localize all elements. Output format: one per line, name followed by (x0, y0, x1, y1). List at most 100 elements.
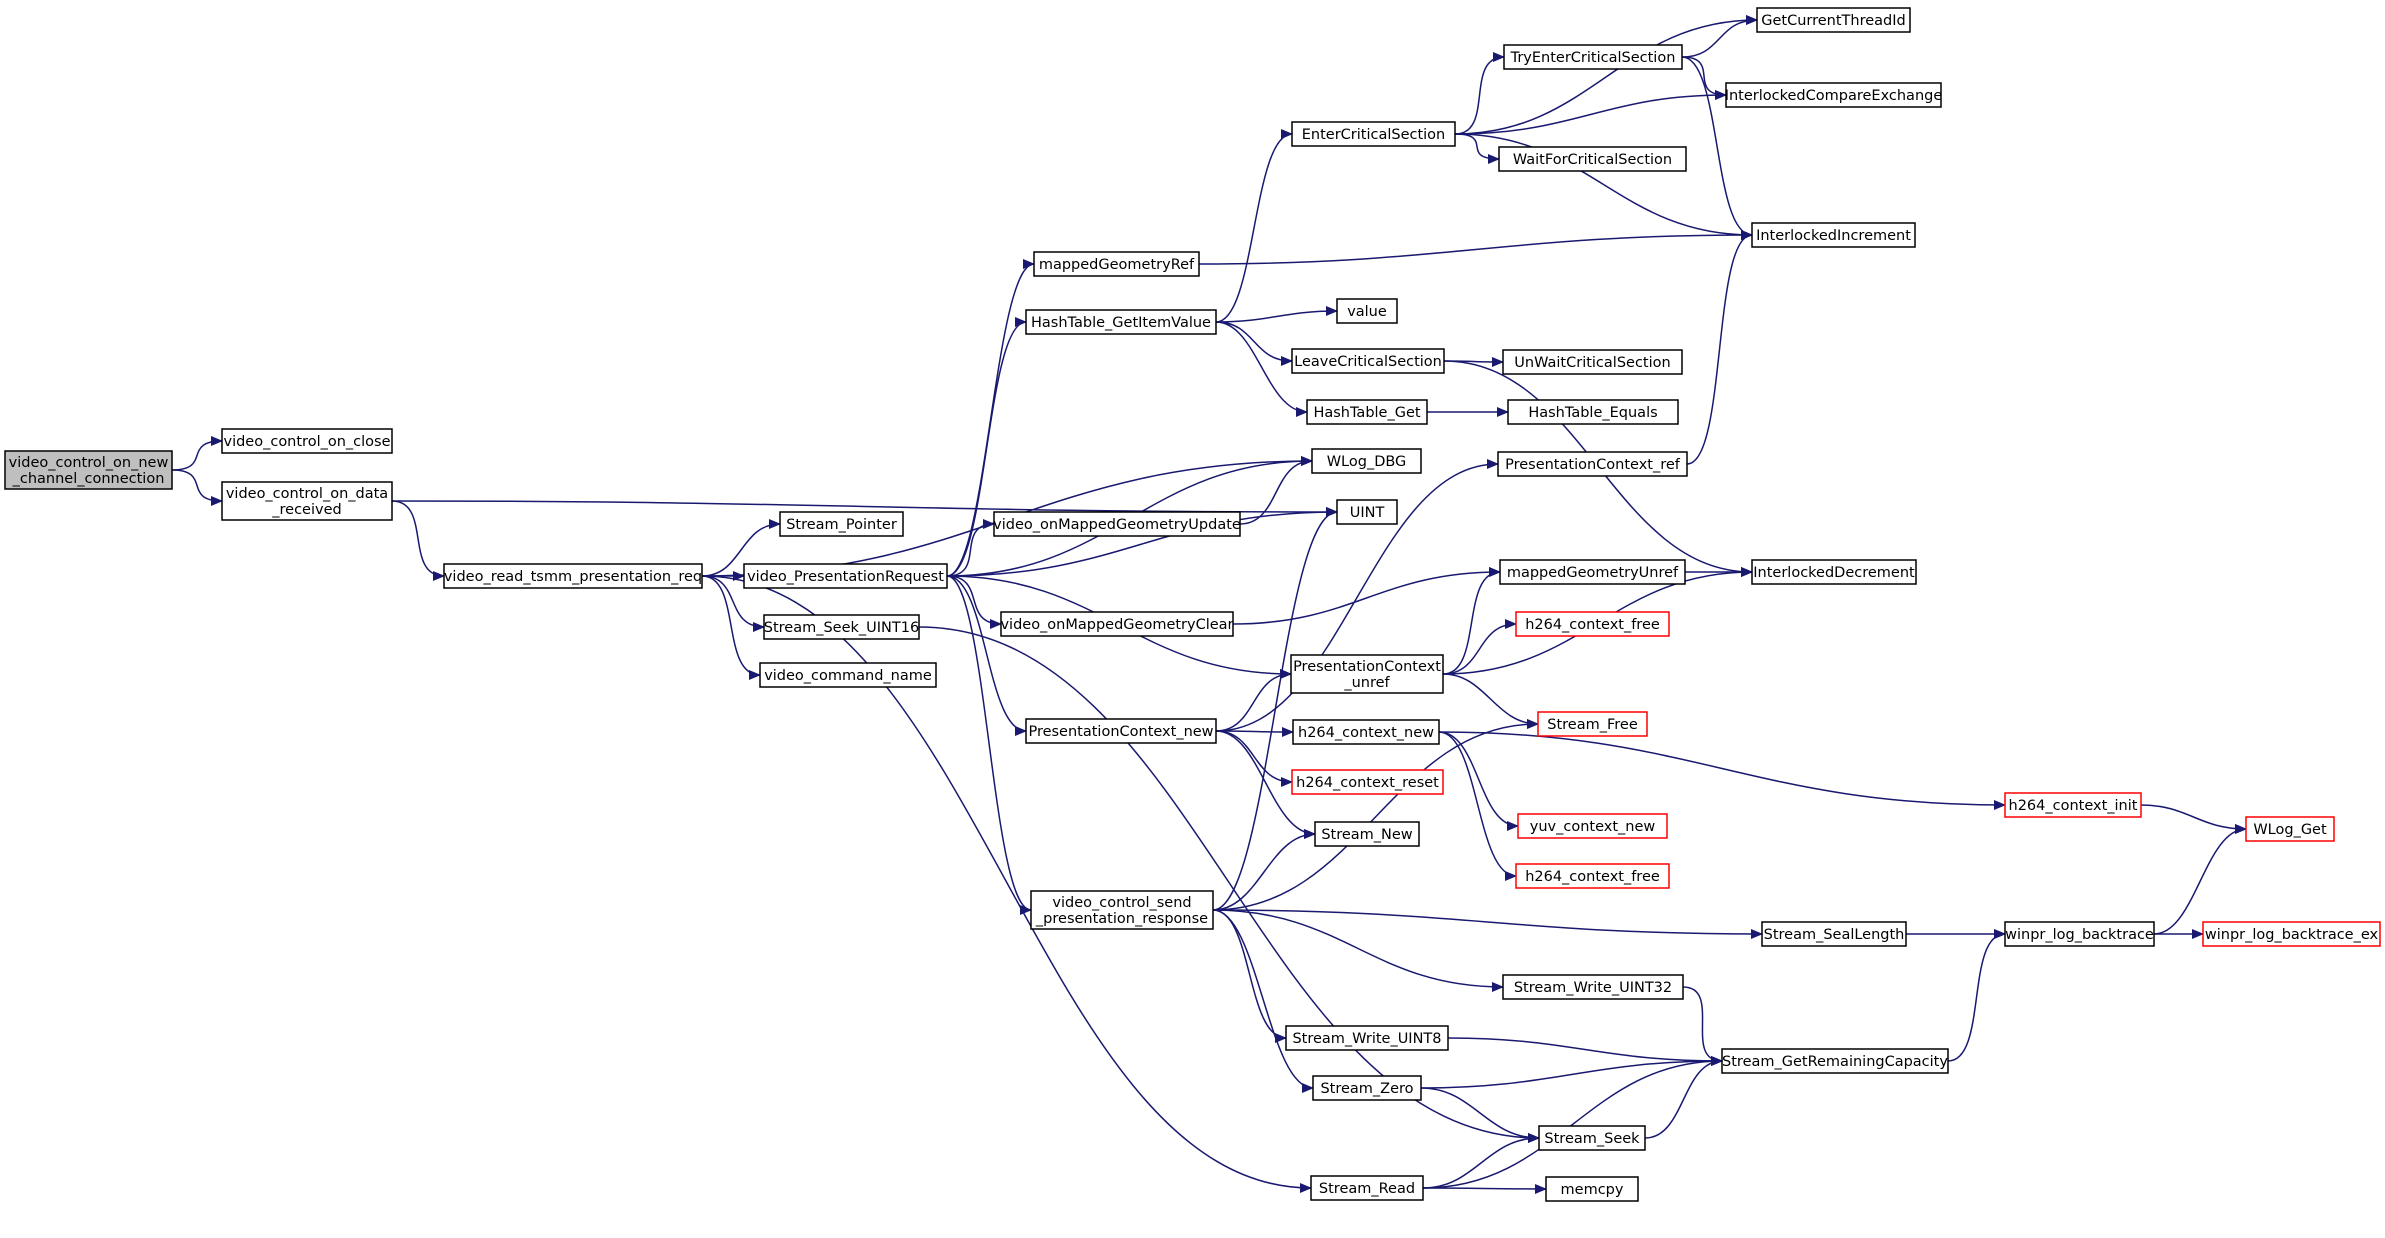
edge-line (171, 436, 223, 471)
edge-root-to-on_close (171, 436, 223, 471)
node-label: TryEnterCriticalSection (1510, 50, 1676, 66)
node-on-mg-update[interactable]: video_onMappedGeometryUpdate (993, 511, 1241, 537)
edge-on_mg_clear-to-mapped_unref (1232, 567, 1501, 625)
edge-send_resp-to-stream_zero (1212, 909, 1314, 1093)
node-label: HashTable_Equals (1528, 405, 1657, 421)
node-box (1310, 1175, 1424, 1201)
edge-line (1442, 567, 1501, 675)
node-stream-seal[interactable]: Stream_SealLength (1761, 921, 1907, 947)
node-wait-cs[interactable]: WaitForCriticalSection (1498, 146, 1687, 172)
edge-h264_new-to-h264_free2 (1438, 731, 1517, 881)
edge-enter_cs-to-wait_cs (1454, 133, 1500, 164)
node-box (1291, 121, 1456, 147)
node-label: WLog_DBG (1327, 454, 1407, 470)
node-leave-cs[interactable]: LeaveCriticalSection (1291, 348, 1445, 374)
node-box (1499, 559, 1686, 585)
node-h264-init[interactable]: h264_context_init (2004, 792, 2142, 818)
node-seek-u16[interactable]: Stream_Seek_UINT16 (763, 614, 920, 640)
node-interlocked-dec[interactable]: InterlockedDecrement (1751, 559, 1917, 585)
node-enter-cs[interactable]: EnterCriticalSection (1291, 121, 1456, 147)
node-label: HashTable_Get (1313, 405, 1420, 421)
edge-pres_req-to-uint (946, 507, 1338, 577)
node-mapped-unref[interactable]: mappedGeometryUnref (1499, 559, 1686, 585)
edge-line (1212, 909, 1287, 1043)
node-box (2004, 921, 2155, 947)
node-label: h264_context_free (1525, 869, 1660, 885)
node-pc-unref[interactable]: PresentationContext_unref (1290, 654, 1444, 694)
edge-pc_new-to-h264_new (1215, 726, 1294, 737)
node-label: InterlockedCompareExchange (1725, 88, 1943, 104)
node-on-mg-clear[interactable]: video_onMappedGeometryClear (1000, 611, 1234, 637)
node-unwait-cs[interactable]: UnWaitCriticalSection (1502, 349, 1683, 375)
edge-on_data-to-uint (391, 500, 1338, 517)
node-label: Stream_Write_UINT8 (1292, 1031, 1441, 1047)
node-stream-read[interactable]: Stream_Read (1310, 1175, 1424, 1201)
edge-line (1215, 726, 1294, 737)
edge-enter_cs-to-get_thread_id (1454, 15, 1758, 135)
node-label: Stream_SealLength (1764, 927, 1905, 943)
edge-pc_ref-to-interlocked_inc (1686, 230, 1753, 465)
node-stream-new[interactable]: Stream_New (1314, 821, 1420, 847)
edge-line (1947, 929, 2006, 1062)
node-interlocked-inc[interactable]: InterlockedIncrement (1751, 222, 1916, 248)
node-try-enter-cs[interactable]: TryEnterCriticalSection (1503, 44, 1683, 70)
edge-ht_getitem-to-value (1215, 306, 1338, 323)
node-h264-free2[interactable]: h264_context_free (1515, 863, 1670, 889)
edge-line (946, 519, 995, 577)
edge-line (1420, 1056, 1723, 1089)
node-ht-getitem[interactable]: HashTable_GetItemValue (1025, 309, 1217, 335)
node-h264-free1[interactable]: h264_context_free (1515, 611, 1670, 637)
node-label: h264_context_reset (1296, 775, 1439, 791)
node-label: Stream_Seek (1544, 1131, 1640, 1147)
node-get-thread-id[interactable]: GetCurrentThreadId (1756, 7, 1911, 33)
node-wlog-dbg[interactable]: WLog_DBG (1311, 448, 1422, 474)
nodes-layer: video_control_on_new_channel_connectionv… (4, 7, 2381, 1202)
edge-send_resp-to-stream_write_u32 (1212, 909, 1504, 992)
node-mapped-ref[interactable]: mappedGeometryRef (1033, 251, 1200, 277)
node-stream-write-u8[interactable]: Stream_Write_UINT8 (1285, 1025, 1449, 1051)
node-ht-get[interactable]: HashTable_Get (1306, 399, 1428, 425)
node-memcpy[interactable]: memcpy (1545, 1176, 1639, 1202)
edge-stream_zero-to-stream_remaining (1420, 1056, 1723, 1089)
node-stream-seek[interactable]: Stream_Seek (1538, 1125, 1646, 1151)
node-box (1291, 348, 1445, 374)
node-root[interactable]: video_control_on_new_channel_connection (4, 450, 173, 490)
node-label: WaitForCriticalSection (1513, 152, 1672, 168)
edge-pc_new-to-stream_new (1215, 730, 1316, 839)
node-stream-zero[interactable]: Stream_Zero (1312, 1075, 1422, 1101)
node-label: video_read_tsmm_presentation_req (444, 569, 702, 585)
node-uint[interactable]: UINT (1336, 499, 1398, 525)
node-h264-new[interactable]: h264_context_new (1292, 719, 1440, 745)
node-label: mappedGeometryRef (1039, 257, 1195, 273)
node-stream-remaining[interactable]: Stream_GetRemainingCapacity (1721, 1048, 1949, 1074)
node-winpr-backtrace[interactable]: winpr_log_backtrace (2004, 921, 2155, 947)
node-wlog-get[interactable]: WLog_Get (2245, 816, 2335, 842)
node-stream-write-u32[interactable]: Stream_Write_UINT32 (1502, 974, 1684, 1000)
edge-enter_cs-to-interlocked_cmpxchg (1454, 90, 1727, 135)
edge-line (2153, 824, 2247, 935)
node-pc-new[interactable]: PresentationContext_new (1025, 718, 1217, 744)
edge-line (701, 519, 781, 577)
node-pc-ref[interactable]: PresentationContext_ref (1497, 451, 1688, 477)
node-value[interactable]: value (1336, 298, 1398, 324)
node-pres-req[interactable]: video_PresentationRequest (743, 563, 948, 589)
node-yuv-new[interactable]: yuv_context_new (1517, 813, 1668, 839)
node-cmd-name[interactable]: video_command_name (759, 662, 937, 688)
node-read-tsmm[interactable]: video_read_tsmm_presentation_req (443, 563, 703, 589)
node-label: Stream_Read (1319, 1181, 1415, 1197)
edge-read_tsmm-to-stream_pointer (701, 519, 781, 577)
node-box (1725, 82, 1942, 108)
node-interlocked-cmpxchg[interactable]: InterlockedCompareExchange (1725, 82, 1943, 108)
node-send-resp[interactable]: video_control_send_presentation_response (1030, 890, 1214, 930)
node-stream-pointer[interactable]: Stream_Pointer (779, 511, 904, 537)
edge-line (171, 469, 223, 506)
node-on-data[interactable]: video_control_on_data_received (221, 481, 393, 521)
node-h264-reset[interactable]: h264_context_reset (1291, 769, 1444, 795)
node-on-close[interactable]: video_control_on_close (221, 428, 393, 454)
edge-try_enter_cs-to-get_thread_id (1681, 15, 1758, 58)
node-ht-equals[interactable]: HashTable_Equals (1507, 399, 1679, 425)
node-winpr-backtrace-ex[interactable]: winpr_log_backtrace_ex (2202, 921, 2381, 947)
node-stream-free[interactable]: Stream_Free (1537, 711, 1648, 737)
edge-line (1644, 1056, 1723, 1139)
